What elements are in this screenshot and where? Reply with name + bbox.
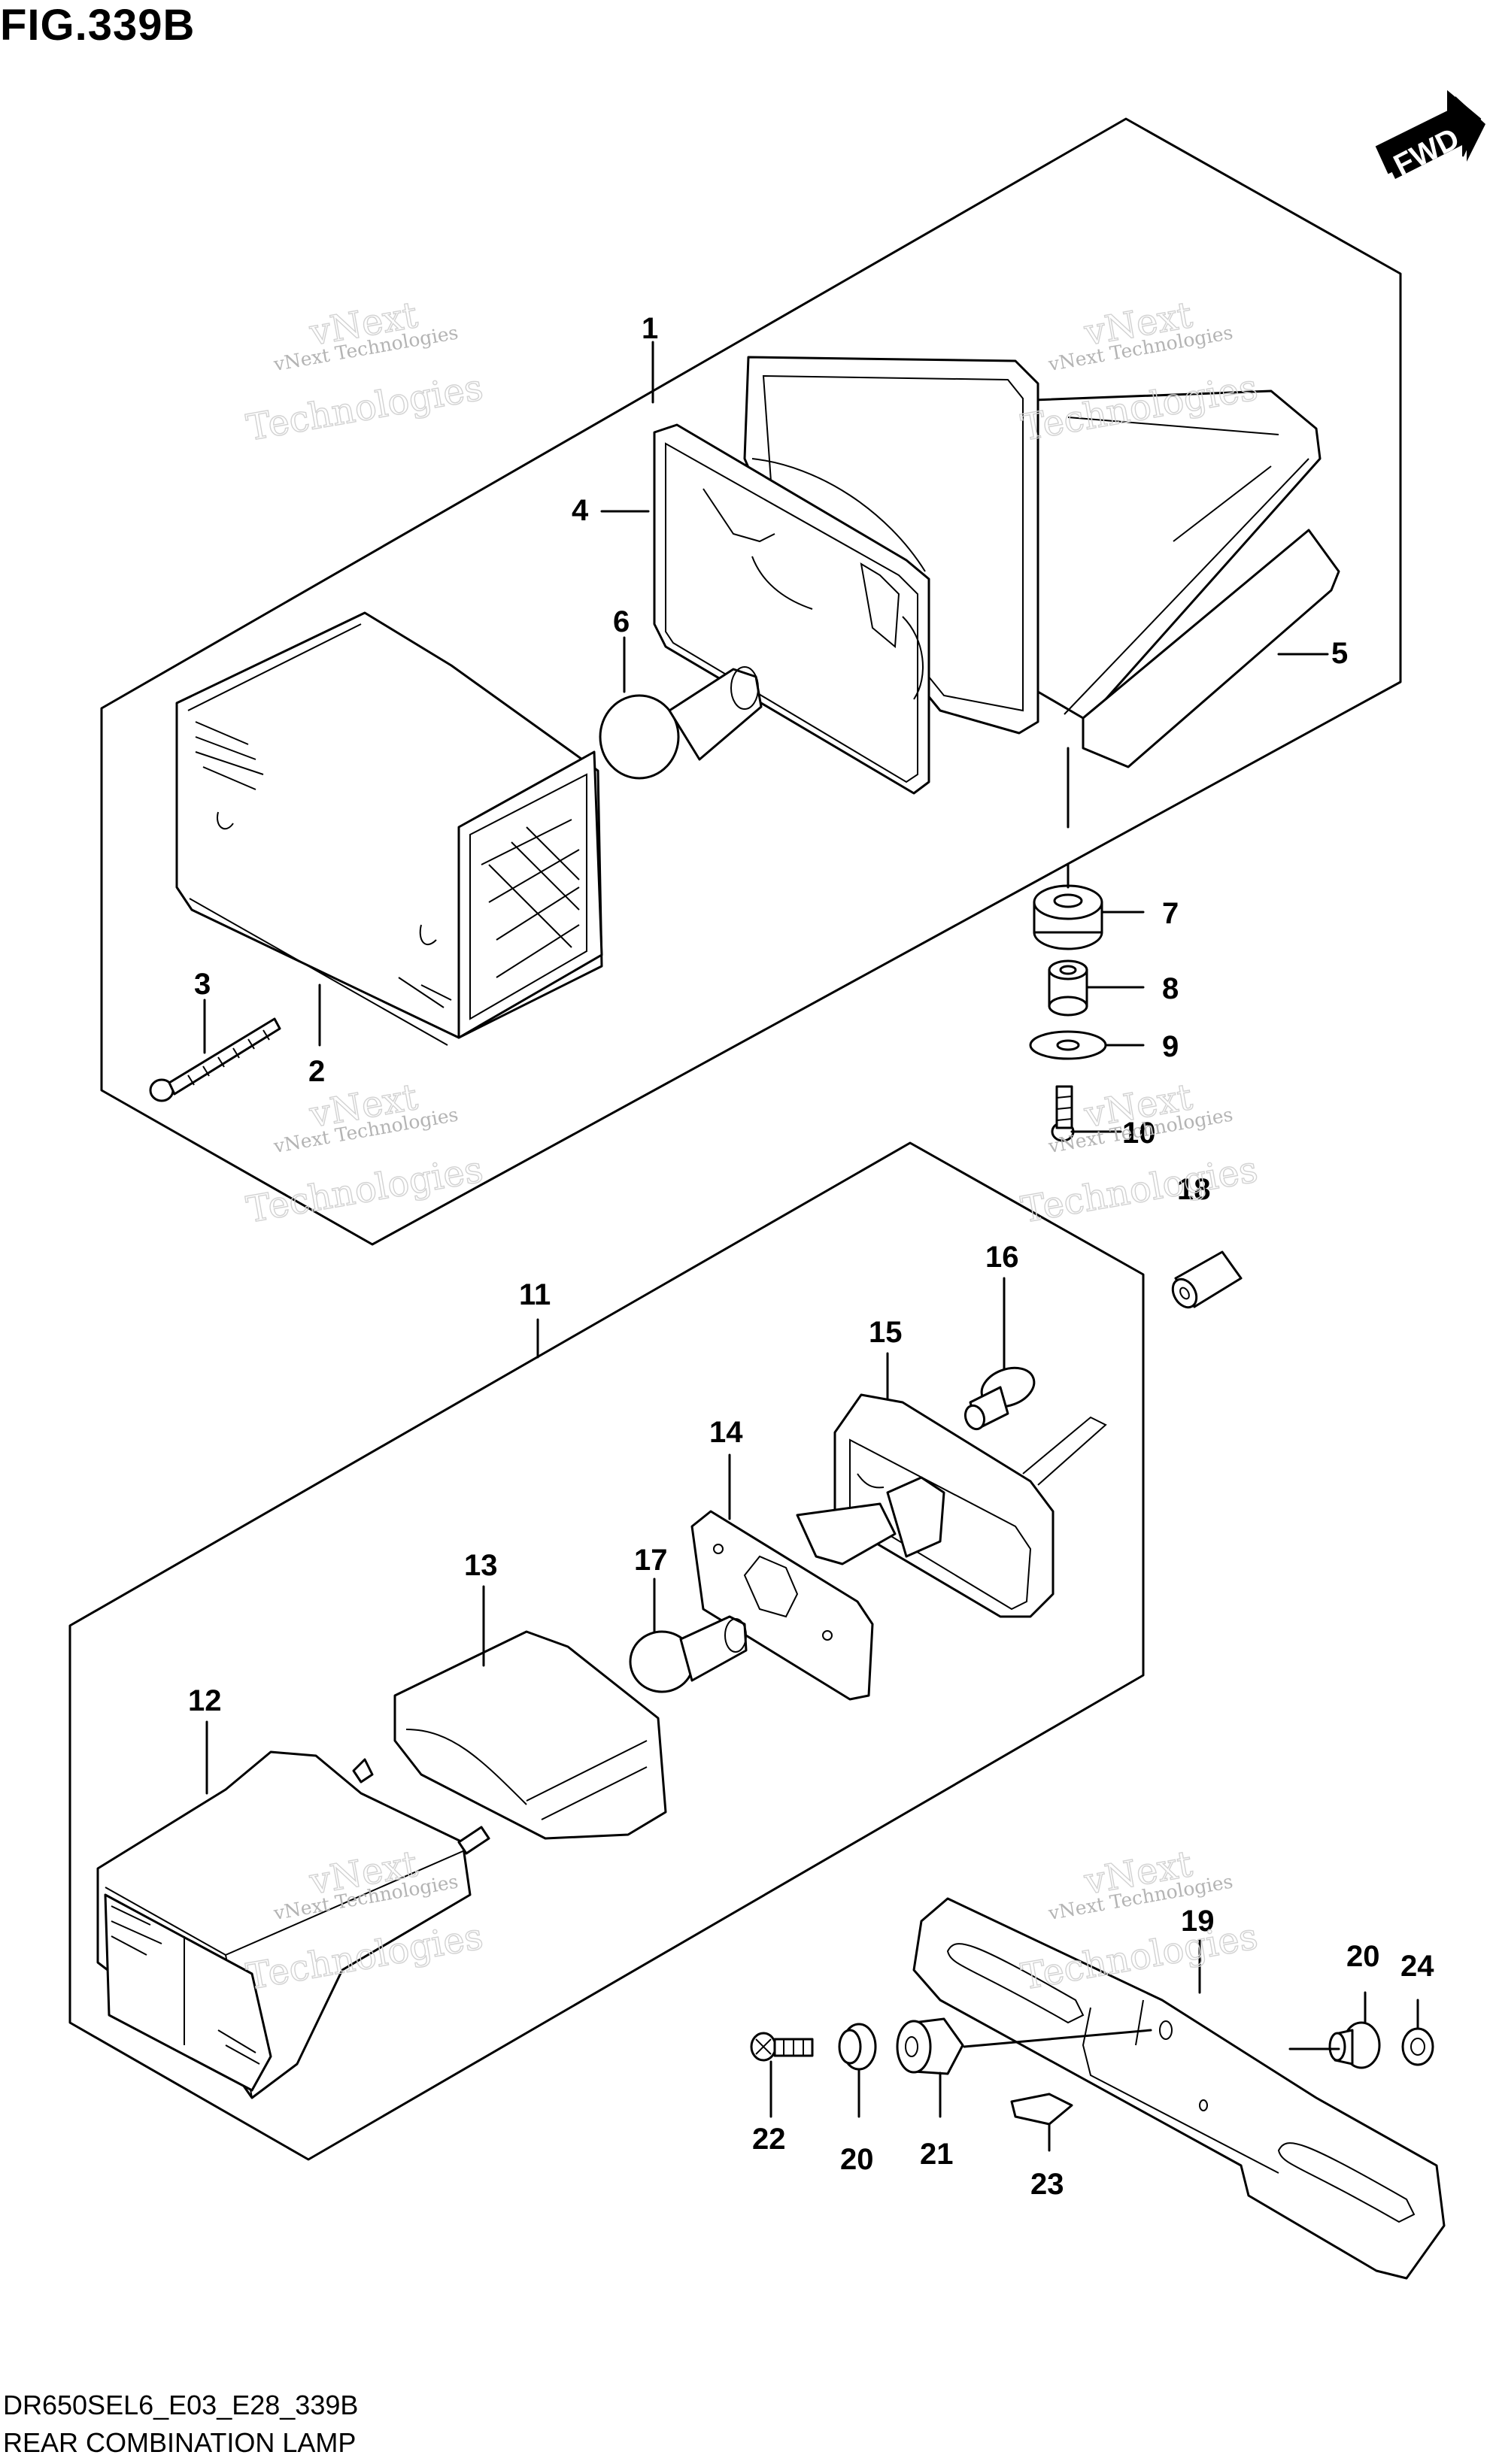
figure-title: FIG.339B [0,1,196,50]
callout-15: 15 [869,1316,903,1349]
leader-lines [203,341,1419,2152]
callout-9: 9 [1162,1030,1179,1063]
part-22-screw [750,2032,814,2062]
part-12-tail-lamp-body [96,1750,490,2099]
watermark-1: vNext Technologies vNext Technologies [243,293,487,450]
part-3-screw [149,1017,281,1102]
callout-5: 5 [1331,637,1348,670]
part-8-collar [1048,959,1088,1017]
callout-11: 11 [519,1278,551,1311]
callout-21: 21 [920,2138,954,2171]
part-10-screw [1051,1085,1075,1142]
part-23-clip [1010,2093,1073,2126]
part-9-washer [1029,1030,1107,1060]
callout-20-right: 20 [1346,1940,1380,1973]
part-18-spacer [1171,1250,1243,1309]
callout-7: 7 [1162,897,1179,930]
svg-text:Technologies: Technologies [244,1148,487,1231]
callout-20-left: 20 [840,2143,874,2176]
part-6-bulb [599,666,763,780]
group-11-outline [68,1141,1145,2161]
svg-text:Technologies: Technologies [1018,1148,1261,1231]
callout-numbers: 1 4 6 5 7 8 9 10 3 2 18 11 16 15 14 17 1… [188,312,1434,2201]
part-19-bracket [912,1897,1446,2280]
callout-24: 24 [1400,1950,1434,1983]
callout-4: 4 [572,494,589,527]
callout-16: 16 [985,1241,1019,1274]
part-7-grommet [1033,884,1103,950]
callout-19: 19 [1181,1905,1215,1938]
part-24-nut [1401,2027,1434,2066]
callout-18: 18 [1177,1173,1211,1206]
svg-text:Technologies: Technologies [1018,1915,1261,1998]
part-13-lens [393,1630,667,1840]
callout-23: 23 [1030,2168,1064,2201]
part-15-socket [796,1393,1107,1618]
part-20-bushing-right [1328,2021,1381,2069]
watermark-3: vNext Technologies vNext Technologies [243,1075,487,1232]
part-20-bushing-left [838,2023,877,2071]
part-name: REAR COMBINATION LAMP [3,2427,357,2458]
callout-12: 12 [188,1684,222,1717]
callout-22: 22 [752,2123,786,2156]
callout-2: 2 [308,1055,325,1088]
callout-6: 6 [613,605,630,638]
model-code: DR650SEL6_E03_E28_339B [3,2390,359,2420]
fwd-arrow-icon: FWD [1375,89,1485,183]
watermark-6: vNext Technologies vNext Technologies [1018,1842,1261,1999]
callout-14: 14 [709,1416,743,1449]
part-2-lamp-body [175,611,603,1046]
callout-1: 1 [642,312,658,345]
group-1-outline [100,117,1402,1246]
callout-8: 8 [1162,972,1179,1005]
callout-17: 17 [634,1544,668,1577]
callout-10: 10 [1122,1117,1156,1150]
callout-3: 3 [194,968,211,1001]
part-17-bulb [629,1615,748,1693]
callout-13: 13 [464,1549,498,1582]
svg-text:Technologies: Technologies [244,366,487,449]
part-21-rubber [896,2017,964,2075]
part-16-grommet [963,1366,1036,1431]
part-1-housing-frame [653,423,930,795]
